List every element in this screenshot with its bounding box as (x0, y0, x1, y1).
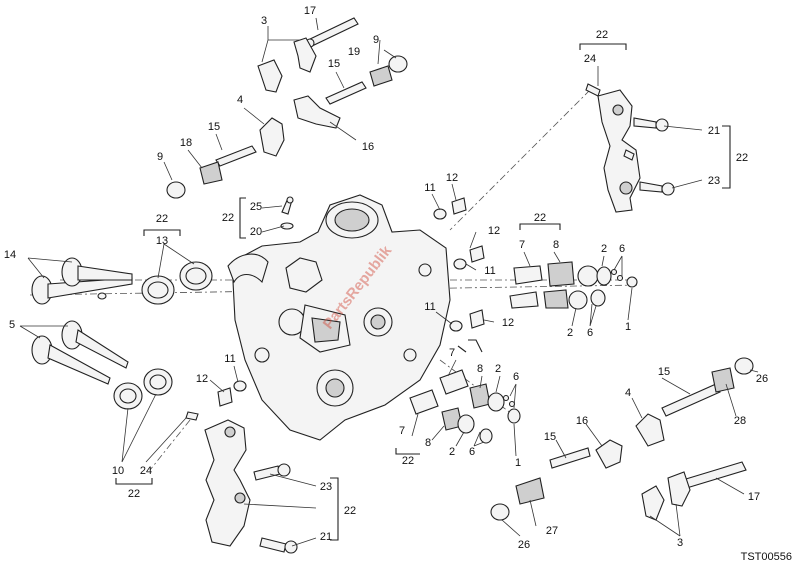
callout-2: 2 (449, 446, 455, 458)
callout-27: 27 (546, 525, 558, 537)
callout-19: 19 (348, 46, 360, 58)
callout-23: 23 (708, 175, 720, 187)
callout-3: 3 (261, 15, 267, 27)
callout-12: 12 (502, 317, 514, 329)
callout-2: 2 (567, 327, 573, 339)
callout-24: 24 (140, 465, 152, 477)
callout-6: 6 (513, 371, 519, 383)
callout-21: 21 (320, 531, 332, 543)
callout-21: 21 (708, 125, 720, 137)
callout-2: 2 (601, 243, 607, 255)
valve-seats-10 (113, 368, 173, 410)
callout-17: 17 (304, 5, 316, 17)
callout-15: 15 (208, 121, 220, 133)
callout-11: 11 (484, 265, 495, 277)
callout-labels: 3 17 9 19 15 4 15 16 18 9 22 13 14 5 25 … (4, 5, 768, 551)
callout-16: 16 (576, 415, 588, 427)
callout-9: 9 (373, 34, 379, 46)
callout-15: 15 (544, 431, 556, 443)
cylinder-head (227, 194, 451, 441)
callout-11: 11 (424, 182, 435, 194)
callout-4: 4 (237, 94, 243, 106)
callout-22: 22 (156, 213, 168, 225)
callout-1: 1 (625, 321, 631, 333)
callout-26: 26 (756, 373, 768, 385)
exhaust-valves (31, 320, 129, 385)
callout-7: 7 (519, 239, 525, 251)
callout-22: 22 (402, 455, 414, 467)
callout-1: 1 (515, 457, 521, 469)
callout-22: 22 (222, 212, 234, 224)
callout-22: 22 (128, 488, 140, 500)
callout-10: 10 (112, 465, 124, 477)
callout-17: 17 (748, 491, 760, 503)
callout-23: 23 (320, 481, 332, 493)
callout-26: 26 (518, 539, 530, 551)
callout-5: 5 (9, 319, 15, 331)
callout-14: 14 (4, 249, 16, 261)
valve-seats-13 (141, 261, 213, 305)
callout-7: 7 (399, 425, 405, 437)
callout-12: 12 (196, 373, 208, 385)
right-cam-support (585, 83, 675, 213)
callout-4: 4 (625, 387, 631, 399)
callout-25: 25 (250, 201, 262, 213)
callout-22: 22 (534, 212, 546, 224)
callout-12: 12 (446, 172, 458, 184)
callout-8: 8 (553, 239, 559, 251)
right-lower-spring-set (409, 369, 521, 444)
lower-cam-support (185, 411, 298, 554)
callout-8: 8 (477, 363, 483, 375)
callout-3: 3 (677, 537, 683, 549)
callout-16: 16 (362, 141, 374, 153)
callout-6: 6 (587, 327, 593, 339)
callout-24: 24 (584, 53, 596, 65)
callout-15: 15 (658, 366, 670, 378)
leader-lines (19, 17, 759, 547)
callout-20: 20 (250, 226, 262, 238)
callout-8: 8 (425, 437, 431, 449)
intake-valves (31, 257, 133, 305)
callout-11: 11 (424, 301, 435, 313)
callout-28: 28 (734, 415, 746, 427)
callout-6: 6 (619, 243, 625, 255)
callout-9: 9 (157, 151, 163, 163)
callout-6: 6 (469, 446, 475, 458)
callout-12: 12 (488, 225, 500, 237)
upper-rocker-assembly (166, 17, 408, 230)
group-braces (115, 43, 731, 541)
callout-2: 2 (495, 363, 501, 375)
callout-22: 22 (344, 505, 356, 517)
callout-15: 15 (328, 58, 340, 70)
drawing-code: TST00556 (741, 551, 792, 563)
callout-7: 7 (449, 347, 455, 359)
callout-22: 22 (596, 29, 608, 41)
callout-13: 13 (156, 235, 168, 247)
lower-rocker-assembly (490, 357, 754, 521)
callout-22: 22 (736, 152, 748, 164)
callout-11: 11 (224, 353, 235, 365)
callout-18: 18 (180, 137, 192, 149)
right-upper-spring-set (509, 261, 638, 310)
